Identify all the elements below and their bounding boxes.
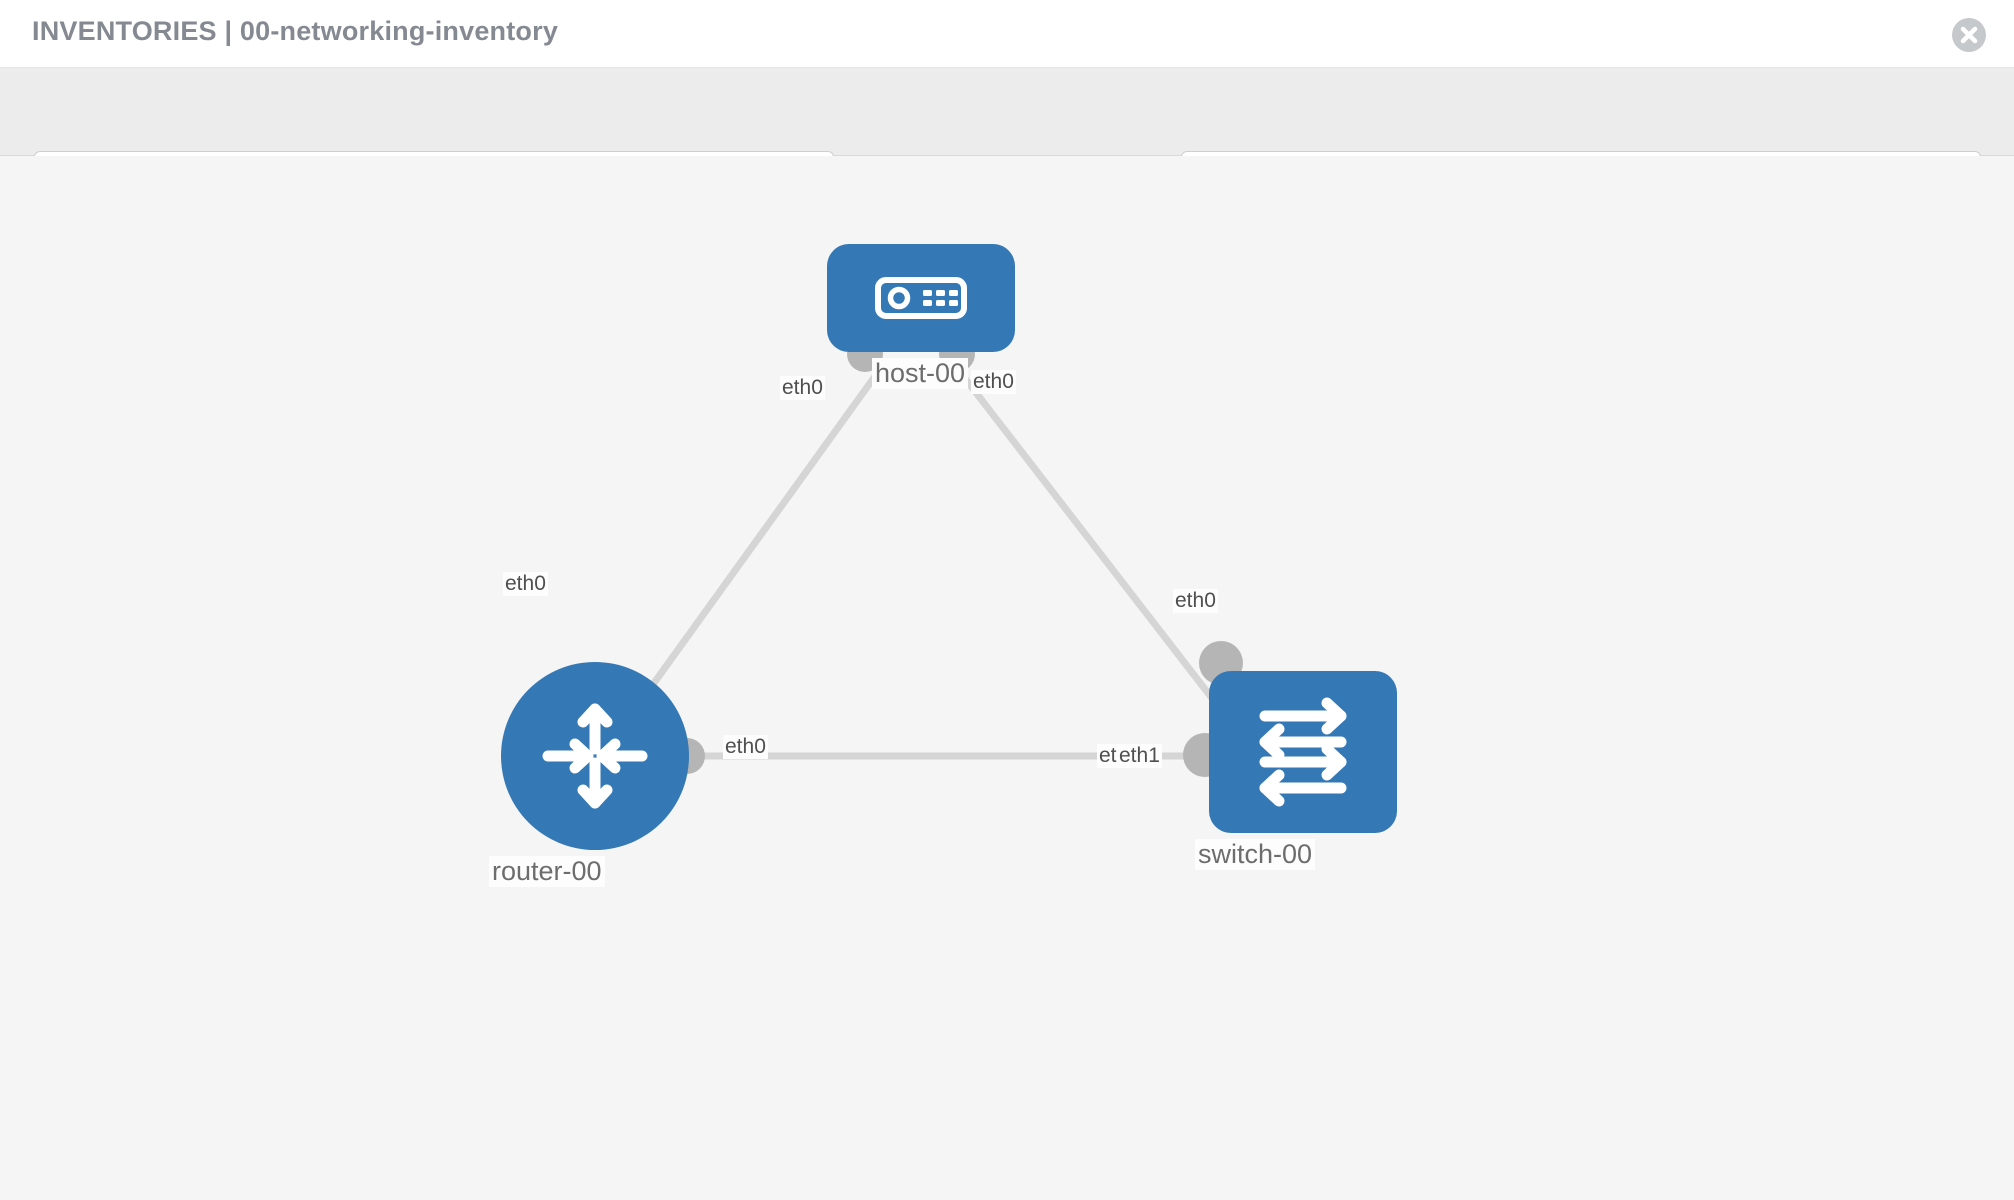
close-icon[interactable] <box>1952 18 1986 52</box>
port-label-router-eth0-up: eth0 <box>503 572 548 597</box>
topology-node-switch[interactable]: switch-00 eth0 eth0 eth1 <box>1097 589 1397 871</box>
toolbar: ACTIONS SEARCH <box>0 68 2014 201</box>
port-label-router-eth0-right: eth0 <box>723 735 768 760</box>
topology-canvas[interactable]: host-00 eth0 eth0 <box>0 156 2014 1200</box>
switch-node-shape[interactable] <box>1209 671 1397 833</box>
port-label-switch-eth1-front: eth1 <box>1117 744 1162 769</box>
page-title: INVENTORIES | 00-networking-inventory <box>32 16 559 46</box>
switch-node-label: switch-00 <box>1195 839 1316 871</box>
port-label-host-eth0-left: eth0 <box>780 376 825 401</box>
host-node-shape[interactable] <box>827 244 1015 352</box>
port-label-host-eth0-right: eth0 <box>971 370 1016 395</box>
host-node-label: host-00 <box>872 358 969 390</box>
link-router-host <box>615 369 881 736</box>
page-header: INVENTORIES | 00-networking-inventory <box>0 0 2014 68</box>
port-label-switch-eth0-up: eth0 <box>1173 589 1218 614</box>
topology-node-host[interactable]: host-00 eth0 eth0 <box>780 244 1016 401</box>
switch-arrows-icon <box>1259 697 1347 807</box>
topology-node-router[interactable]: router-00 eth0 eth0 <box>489 572 768 888</box>
server-device-icon <box>875 277 967 319</box>
router-arrows-icon <box>542 703 648 809</box>
router-node-shape[interactable] <box>501 662 689 850</box>
link-host-switch <box>957 369 1248 744</box>
topology-graph: host-00 eth0 eth0 <box>0 156 2014 1200</box>
router-node-label: router-00 <box>489 856 605 888</box>
